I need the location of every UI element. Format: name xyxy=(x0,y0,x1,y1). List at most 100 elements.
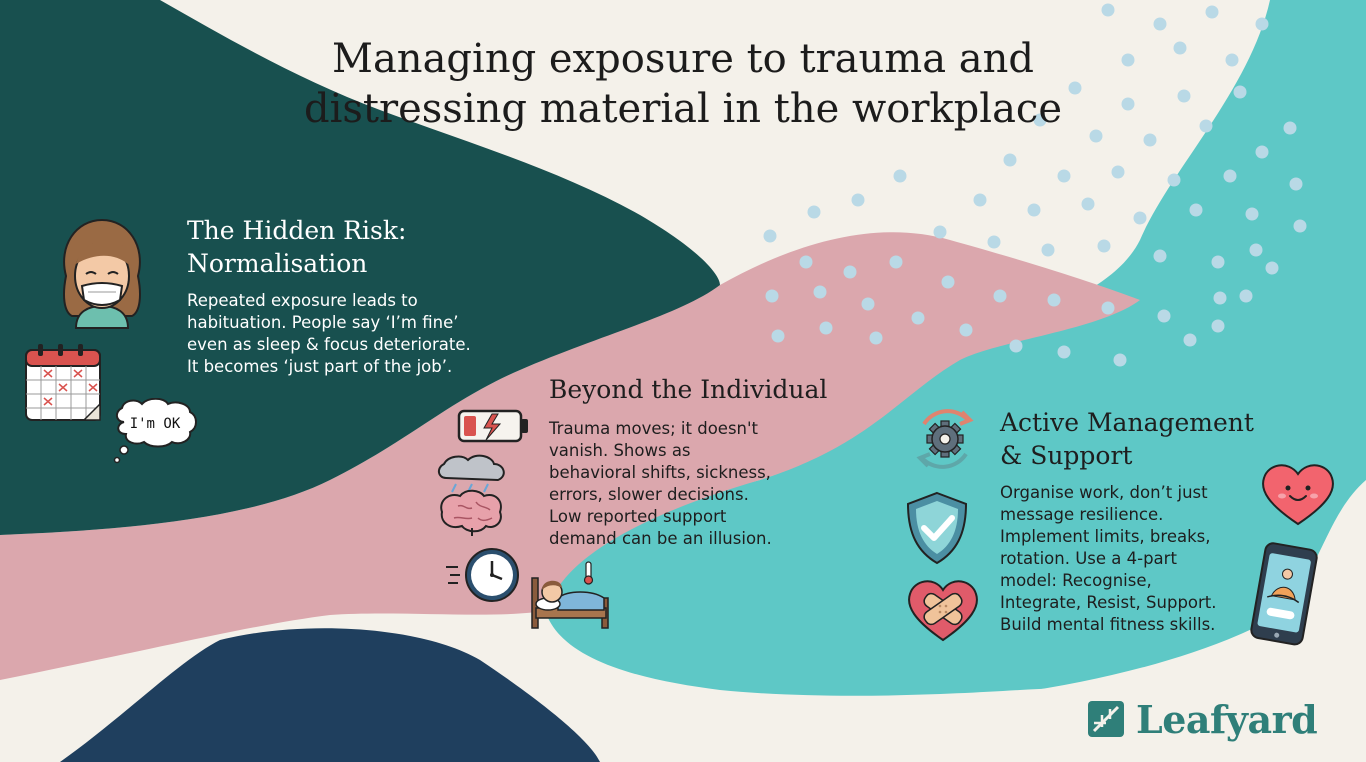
sick-in-bed-icon xyxy=(531,561,609,629)
decorative-dot xyxy=(799,255,813,269)
section-heading-active-management: Active Management & Support xyxy=(1000,406,1254,472)
decorative-dot xyxy=(1199,119,1213,133)
decorative-dot xyxy=(1003,153,1017,167)
decorative-dot xyxy=(1033,113,1047,127)
decorative-dot xyxy=(1068,81,1082,95)
decorative-dot xyxy=(851,193,865,207)
decorative-dot xyxy=(819,321,833,335)
decorative-dot xyxy=(1225,53,1239,67)
decorative-dot xyxy=(1041,243,1055,257)
section-body-active-management: Organise work, don’t just message resili… xyxy=(1000,482,1217,636)
thought-bubble-icon: I'm OK xyxy=(113,398,197,464)
masked-person-icon xyxy=(63,218,141,329)
low-battery-icon xyxy=(457,409,528,443)
heading-line: Normalisation xyxy=(187,249,368,278)
title-line-1: Managing exposure to trauma and xyxy=(332,36,1034,82)
decorative-dot xyxy=(813,285,827,299)
decorative-dot xyxy=(1153,249,1167,263)
decorative-dot xyxy=(1239,289,1253,303)
thought-bubble-text: I'm OK xyxy=(130,416,181,432)
decorative-dot xyxy=(1177,89,1191,103)
title-line-2: distressing material in the workplace xyxy=(303,86,1062,132)
decorative-dot xyxy=(763,229,777,243)
decorative-dot xyxy=(843,265,857,279)
decorative-dot xyxy=(1167,173,1181,187)
brand-name: Leafyard xyxy=(1136,696,1318,742)
decorative-dot xyxy=(1101,301,1115,315)
body-line: Integrate, Resist, Support. xyxy=(1000,593,1217,612)
page-title: Managing exposure to trauma and distress… xyxy=(0,34,1366,134)
decorative-dot xyxy=(869,331,883,345)
heading-line: The Hidden Risk: xyxy=(187,216,407,245)
decorative-dot xyxy=(1233,85,1247,99)
decorative-dot xyxy=(933,225,947,239)
body-line: demand can be an illusion. xyxy=(549,529,772,548)
shield-check-icon xyxy=(906,491,968,565)
heading-line: Active Management xyxy=(1000,408,1254,437)
decorative-dot xyxy=(771,329,785,343)
decorative-dot xyxy=(1009,339,1023,353)
decorative-dot xyxy=(1189,203,1203,217)
body-line: vanish. Shows as xyxy=(549,441,691,460)
decorative-dot xyxy=(1293,219,1307,233)
decorative-dot xyxy=(987,235,1001,249)
body-line: Trauma moves; it doesn't xyxy=(549,419,758,438)
smiling-heart-icon xyxy=(1262,464,1334,526)
decorative-dot xyxy=(1283,121,1297,135)
pink-band xyxy=(0,232,1140,680)
decorative-dot xyxy=(1245,207,1259,221)
body-line: rotation. Use a 4-part xyxy=(1000,549,1177,568)
decorative-dot xyxy=(1057,169,1071,183)
decorative-dot xyxy=(1173,41,1187,55)
phone-meditation-icon xyxy=(1250,542,1318,646)
decorative-dot xyxy=(1113,353,1127,367)
dot-pattern xyxy=(763,3,1307,367)
decorative-dot xyxy=(1081,197,1095,211)
body-line: Low reported support xyxy=(549,507,727,526)
leaf-logo-icon xyxy=(1088,701,1124,737)
gear-cycle-icon xyxy=(916,409,974,469)
brand-logo: Leafyard xyxy=(1086,694,1318,744)
decorative-dot xyxy=(973,193,987,207)
decorative-dot xyxy=(1249,243,1263,257)
decorative-dot xyxy=(1289,177,1303,191)
decorative-dot xyxy=(765,289,779,303)
body-line: It becomes ‘just part of the job’. xyxy=(187,357,453,376)
section-body-beyond-individual: Trauma moves; it doesn't vanish. Shows a… xyxy=(549,418,772,550)
decorative-dot xyxy=(1213,291,1227,305)
section-heading-hidden-risk: The Hidden Risk: Normalisation xyxy=(187,214,406,280)
decorative-dot xyxy=(1133,211,1147,225)
decorative-dot xyxy=(1205,5,1219,19)
decorative-dot xyxy=(861,297,875,311)
decorative-dot xyxy=(1255,17,1269,31)
section-heading-beyond-individual: Beyond the Individual xyxy=(549,373,827,406)
decorative-dot xyxy=(807,205,821,219)
decorative-dot xyxy=(1223,169,1237,183)
decorative-dot xyxy=(1265,261,1279,275)
decorative-dot xyxy=(1157,309,1171,323)
decorative-dot xyxy=(1121,97,1135,111)
decorative-dot xyxy=(1121,53,1135,67)
body-line: model: Recognise, xyxy=(1000,571,1152,590)
body-line: Implement limits, breaks, xyxy=(1000,527,1211,546)
decorative-dot xyxy=(1101,3,1115,17)
bandaged-heart-icon xyxy=(908,580,978,642)
decorative-dot xyxy=(993,289,1007,303)
decorative-dot xyxy=(1027,203,1041,217)
body-line: message resilience. xyxy=(1000,505,1164,524)
body-line: behavioral shifts, sickness, xyxy=(549,463,771,482)
decorative-dot xyxy=(1097,239,1111,253)
calendar-icon xyxy=(25,344,101,421)
turquoise-wave xyxy=(545,0,1366,700)
decorative-dot xyxy=(911,311,925,325)
body-line: Repeated exposure leads to xyxy=(187,291,418,310)
decorative-dot xyxy=(1211,319,1225,333)
decorative-dot xyxy=(1089,129,1103,143)
decorative-dot xyxy=(1111,165,1125,179)
decorative-dot xyxy=(1183,333,1197,347)
body-line: even as sleep & focus deteriorate. xyxy=(187,335,471,354)
decorative-dot xyxy=(889,255,903,269)
decorative-dot xyxy=(941,275,955,289)
navy-shape xyxy=(60,628,600,762)
